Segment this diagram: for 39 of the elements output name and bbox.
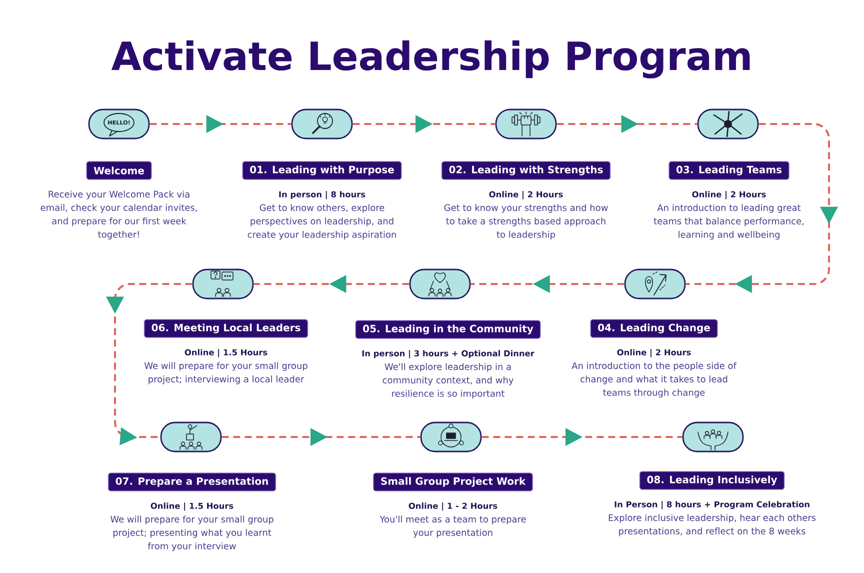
heading-box: 05. Leading in the Community — [355, 320, 541, 339]
session-info: In person | 3 hours + Optional Dinner — [362, 350, 534, 358]
session-info: Online | 2 Hours — [489, 191, 563, 200]
heading-box: 07. Prepare a Presentation — [108, 472, 276, 492]
description: We will prepare for your small group project; interviewing a local leader — [144, 362, 308, 384]
heading-box: 04. Leading Change — [590, 319, 718, 338]
session-info: In Person | 8 hours + Program Celebration — [614, 501, 810, 510]
description: An introduction to leading great teams that balance performance, learning and wellbeing — [654, 204, 804, 240]
session-info: Online | 2 Hours — [692, 191, 766, 200]
description: Get to know your strengths and how to take a strengths based approach to leadership — [444, 204, 608, 240]
dashed-arrow — [352, 115, 496, 133]
description: We will prepare for your small group project; presenting what you learnt from your interview — [110, 516, 274, 552]
heading-box: 06. Meeting Local Leaders — [144, 319, 308, 338]
heading-box: Small Group Project Work — [373, 472, 533, 492]
session-info: Online | 2 Hours — [617, 349, 691, 358]
title: Activate Leadership Program — [111, 40, 750, 78]
heading-box: 02. Leading with Strengths — [441, 161, 611, 180]
description: Receive your Welcome Pack via email, check your calendar invites, and prepare for our first week together! — [40, 190, 197, 240]
description: An introduction to the people side of change and what it takes to lead teams through change — [572, 362, 737, 398]
description: We'll explore leadership in a community context, and why resilience is so important — [382, 363, 514, 399]
dashed-arrow — [106, 283, 192, 446]
dashed-arrow — [686, 123, 838, 293]
session-info: Online | 1.5 Hours — [184, 349, 268, 358]
description: You'll meet as a team to prepare your presentation — [380, 516, 526, 538]
description: Get to know others, explore perspectives on leadership, and create your leadership aspiration — [248, 204, 396, 240]
description: Explore inclusive leadership, hear each others presentations, and reflect on the 8 weeks — [608, 514, 816, 536]
dashed-arrow — [222, 428, 420, 446]
heading-box: 08. Leading Inclusively — [639, 471, 785, 490]
session-info: Online | 1 - 2 Hours — [408, 502, 498, 511]
session-info: In person | 8 hours — [279, 191, 366, 200]
dashed-arrow — [482, 428, 682, 446]
dashed-arrow — [470, 275, 624, 293]
dashed-arrow — [150, 115, 292, 133]
dashed-arrow — [556, 115, 698, 133]
heading-box: 01. Leading with Purpose — [242, 161, 402, 180]
session-info: Online | 1.5 Hours — [150, 502, 234, 511]
heading-box: Welcome — [86, 161, 152, 180]
dashed-arrow — [254, 275, 410, 293]
heading-box: 03. Leading Teams — [668, 161, 790, 180]
